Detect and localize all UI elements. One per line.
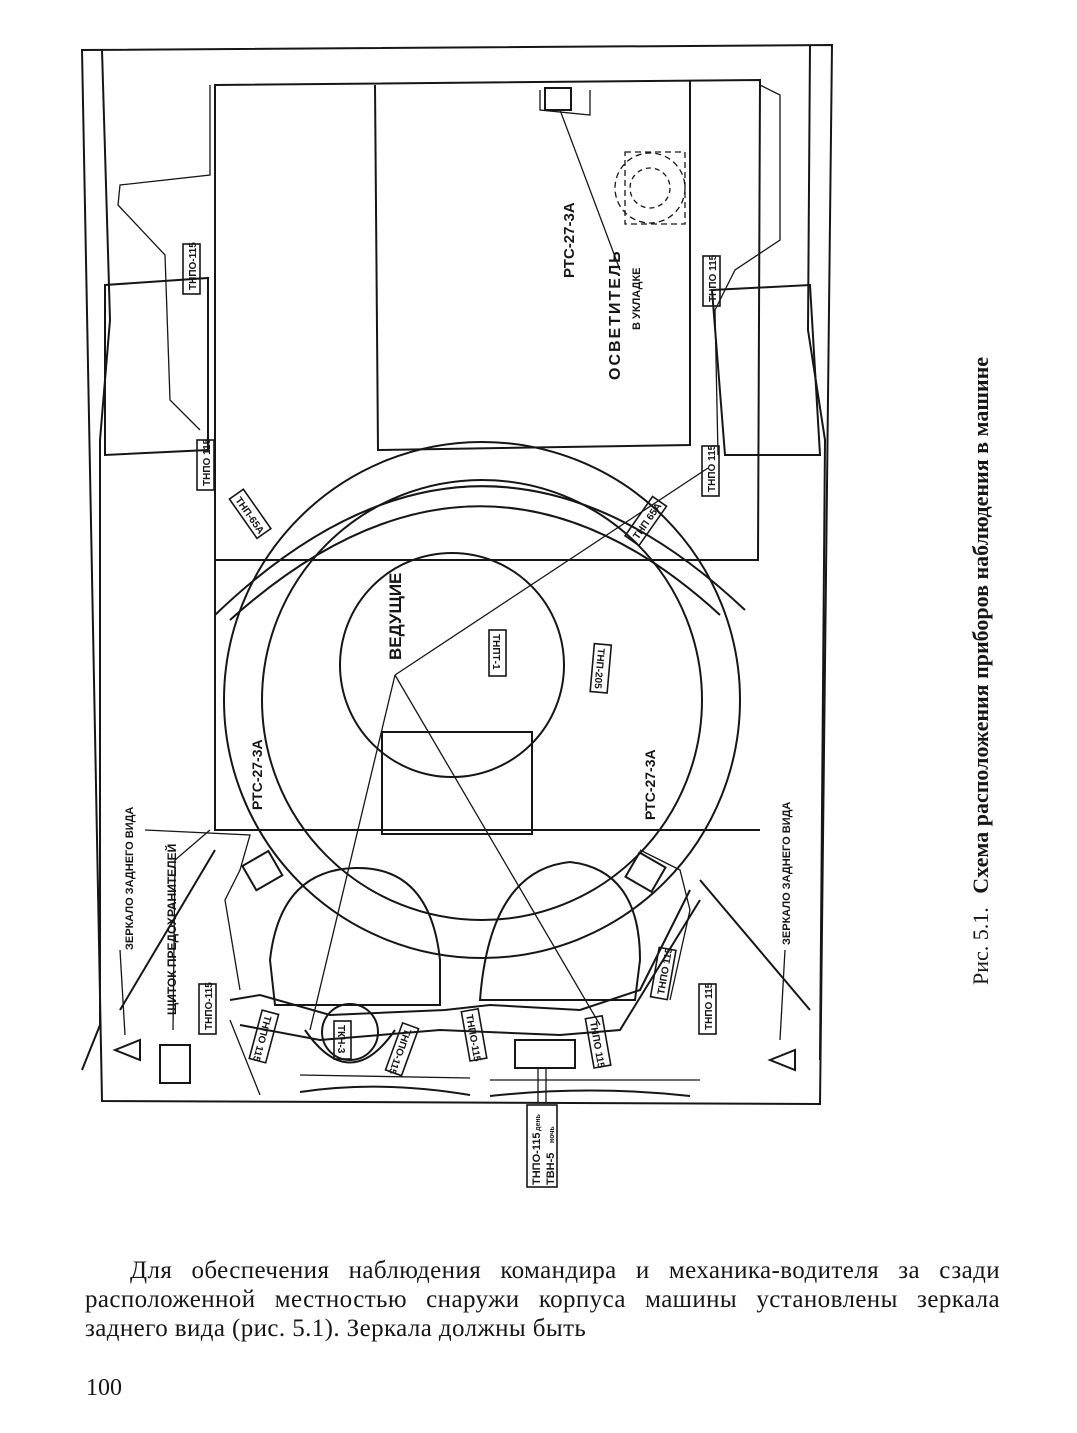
figure-caption: Рис. 5.1. Схема расположения приборов на…	[968, 357, 993, 985]
hull-outline	[80, 43, 834, 1106]
bottom-line1: ТНПО-115	[531, 1132, 543, 1185]
turret-ring	[214, 441, 746, 959]
tnpo-right-upper-label: ТНПО 115	[708, 254, 719, 302]
tnp-left-label: ТНП-65А	[233, 495, 266, 536]
tnpo-left-lower-group: ТНПО 115	[196, 438, 215, 491]
wiring	[117, 84, 786, 1041]
v-ukladke-label-group: В УКЛАДКЕ	[631, 267, 643, 330]
illuminator-icon	[614, 151, 686, 225]
tnpo-left-lower-label: ТНПО 115	[202, 438, 213, 486]
osvetitel-label-group: ОСВЕТИТЕЛЬ	[607, 249, 624, 380]
tnp-205-label: ТНП-205	[591, 648, 606, 690]
rts-top-label-group: РТС-27-3А	[561, 202, 578, 278]
body-paragraph: Для обеспечения наблюдения командира и м…	[85, 1256, 1000, 1343]
tnpo-b2-group: ТНПО-115	[460, 1007, 488, 1063]
zerkalo-right-label-group: ЗЕРКАЛО ЗАДНЕГО ВИДА	[781, 802, 793, 945]
rts-left-label: РТС-27-3А	[249, 739, 265, 810]
vedushchie-label: ВЕДУЩИЕ	[386, 573, 405, 660]
rts-top-label: РТС-27-3А	[561, 202, 578, 278]
tnpo-left-upper-group: ТНПО-115	[182, 242, 201, 295]
tnpo-bl1-label: ТНПО-115	[204, 982, 215, 1030]
tkn3-label: ТКН-3	[335, 1025, 346, 1054]
page-number: 100	[86, 1375, 122, 1401]
driver-area	[229, 860, 701, 1069]
rear-mirror-left-icon	[112, 1038, 141, 1062]
caption-title: Схема расположения приборов наблюдения в…	[968, 357, 993, 894]
rts-left-box	[241, 849, 284, 892]
zerkalo-left-label: ЗЕРКАЛО ЗАДНЕГО ВИДА	[124, 807, 136, 950]
rts-left-label-group: РТС-27-3А	[249, 739, 265, 810]
fuse-panel-box	[159, 1044, 191, 1084]
tnpo-b1-group: ТНПО-115	[384, 1021, 420, 1077]
tnpt-group: ТНПТ-1	[488, 629, 507, 677]
caption-prefix: Рис. 5.1.	[968, 907, 993, 985]
zerkalo-right-label: ЗЕРКАЛО ЗАДНЕГО ВИДА	[781, 802, 793, 945]
tnpo-br2-group: ТНПО 115	[698, 982, 717, 1035]
tnpt-label: ТНПТ-1	[490, 634, 501, 670]
v-ukladke-label: В УКЛАДКЕ	[631, 267, 643, 330]
tnpo-br2-label: ТНПО 115	[704, 982, 715, 1030]
tnpo-left-upper-label: ТНПО-115	[188, 242, 199, 290]
rts-right-label-group: РТС-27-3А	[642, 749, 658, 820]
tnp-205-group: ТНП-205	[589, 642, 613, 694]
zerkalo-left-label-group: ЗЕРКАЛО ЗАДНЕГО ВИДА	[124, 807, 136, 950]
tnpo-b3-group: ТНПО 115	[584, 1014, 612, 1069]
bottom-line2-sub: ночь	[549, 1126, 556, 1143]
tnpo-bl2-group: ТНПО 115	[248, 1009, 280, 1064]
bottom-device-label: ТНПО-115 день ТВН-5 ночь	[526, 1068, 558, 1188]
vedushchie-label-group: ВЕДУЩИЕ	[386, 573, 405, 660]
rts-top-box	[544, 87, 572, 111]
tnpo-right-upper-group: ТНПО 115	[702, 254, 721, 307]
shchitok-label-group: ЩИТОК ПРЕДОХРАНИТЕЛЕЙ	[164, 844, 179, 1015]
tnpo-right-lower-group: ТНПО 115	[701, 444, 720, 497]
bottom-line1-sub: день	[535, 1113, 542, 1131]
hatches	[104, 276, 822, 457]
rts-right-label: РТС-27-3А	[642, 749, 658, 820]
body-paragraph-text: Для обеспечения наблюдения командира и м…	[85, 1257, 1000, 1342]
osvetitel-label: ОСВЕТИТЕЛЬ	[607, 249, 624, 380]
tkn3-group: ТКН-3	[333, 1020, 352, 1060]
shchitok-label: ЩИТОК ПРЕДОХРАНИТЕЛЕЙ	[164, 844, 179, 1015]
tnpo-right-lower-label: ТНПО 115	[707, 444, 718, 492]
bottom-line2: ТВН-5	[545, 1153, 557, 1185]
rts-right-box	[624, 851, 667, 894]
svg-text:Рис. 5.1. Схема располож: Рис. 5.1. Схема расположения приборов на…	[968, 357, 993, 985]
tnpo-bl2-label: ТНПО 115	[250, 1014, 273, 1063]
rear-mirror-right-icon	[767, 1048, 796, 1072]
tnpo-bl1-group: ТНПО-115	[198, 982, 217, 1035]
tnp-left-group: ТНП-65А	[228, 488, 273, 540]
